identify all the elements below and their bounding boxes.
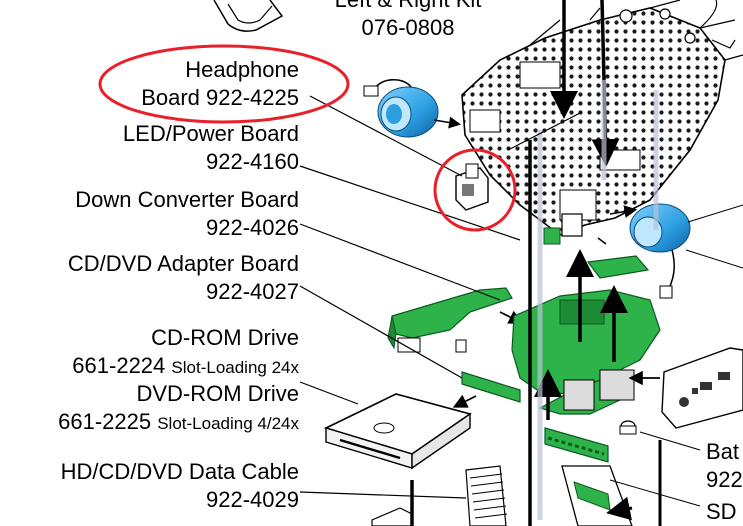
port-panel-part: [628, 347, 743, 429]
kit-part-number: 076-0808: [361, 15, 455, 40]
led-power-board-part-number: 922-4160: [206, 149, 299, 174]
cd-dvd-adapter-board-name: CD/DVD Adapter Board: [67, 251, 299, 276]
left-right-kit-label: Left & Right Kit 076-0808: [316, 0, 500, 42]
sd-label: SD: [706, 499, 737, 524]
dvd-rom-drive-part-line: 661-2225 Slot-Loading 4/24x: [58, 408, 299, 438]
dvd-rom-drive-part-number: 661-2225: [58, 409, 152, 434]
top-bracket-fragment: [213, 0, 284, 32]
optical-drive-part: [323, 393, 477, 470]
data-cable-label: HD/CD/DVD Data Cable 922-4029: [61, 458, 299, 514]
dvd-rom-drive-label: DVD-ROM Drive 661-2225 Slot-Loading 4/24…: [58, 380, 299, 438]
headphone-board-name: Headphone: [185, 57, 299, 82]
small-arrows: [597, 205, 662, 526]
down-converter-board-label: Down Converter Board 922-4026: [75, 186, 299, 242]
headphone-board-label: Headphone Board 922-4225: [141, 56, 299, 112]
battery-label-line2: 922: [706, 467, 743, 492]
data-cable-name: HD/CD/DVD Data Cable: [60, 459, 299, 484]
logic-board-part: [511, 289, 661, 415]
down-converter-board-name: Down Converter Board: [75, 187, 299, 212]
lower-left-bracket: [371, 507, 413, 526]
sd-bracket-part: [561, 465, 701, 526]
cd-dvd-adapter-board-label: CD/DVD Adapter Board 922-4027: [68, 250, 299, 306]
led-power-board-label: LED/Power Board 922-4160: [123, 120, 299, 176]
battery-label-fragment: Bat 922: [706, 438, 743, 494]
highlight-markers: [98, 44, 517, 232]
led-power-board-part: [543, 213, 583, 245]
dvd-rom-drive-note: Slot-Loading 4/24x: [157, 414, 299, 433]
dvd-rom-drive-name: DVD-ROM Drive: [136, 381, 299, 406]
memory-module: [544, 427, 609, 463]
battery-label-line1: Bat: [706, 439, 740, 464]
down-converter-board-part-number: 922-4026: [206, 215, 299, 240]
kit-name: Left & Right Kit: [316, 0, 500, 14]
headphone-board-part-number: Board 922-4225: [141, 85, 299, 110]
battery-part: [619, 420, 701, 451]
alignment-shadows: [537, 80, 659, 520]
right-speaker: [629, 203, 743, 299]
down-converter-board-part: [586, 255, 650, 279]
cd-dvd-adapter-board-part: [387, 287, 524, 353]
led-power-board-name: LED/Power Board: [122, 121, 299, 146]
cd-dvd-adapter-board-part-number: 922-4027: [206, 279, 299, 304]
left-speaker: [363, 78, 461, 138]
cd-rom-drive-part-line: 661-2224 Slot-Loading 24x: [72, 352, 299, 382]
cd-rom-drive-name: CD-ROM Drive: [151, 325, 299, 350]
sd-label-fragment: SD: [706, 498, 737, 526]
cd-rom-drive-label: CD-ROM Drive 661-2224 Slot-Loading 24x: [72, 324, 299, 382]
data-cable-part: [465, 465, 508, 526]
headphone-board-part: [455, 163, 489, 211]
data-cable-part-number: 922-4029: [206, 487, 299, 512]
cd-adapter-strip: [461, 371, 521, 403]
cd-rom-drive-part-number: 661-2224: [72, 353, 166, 378]
bottom-housing-chassis: [461, 0, 743, 236]
cd-rom-drive-note: Slot-Loading 24x: [171, 358, 299, 377]
